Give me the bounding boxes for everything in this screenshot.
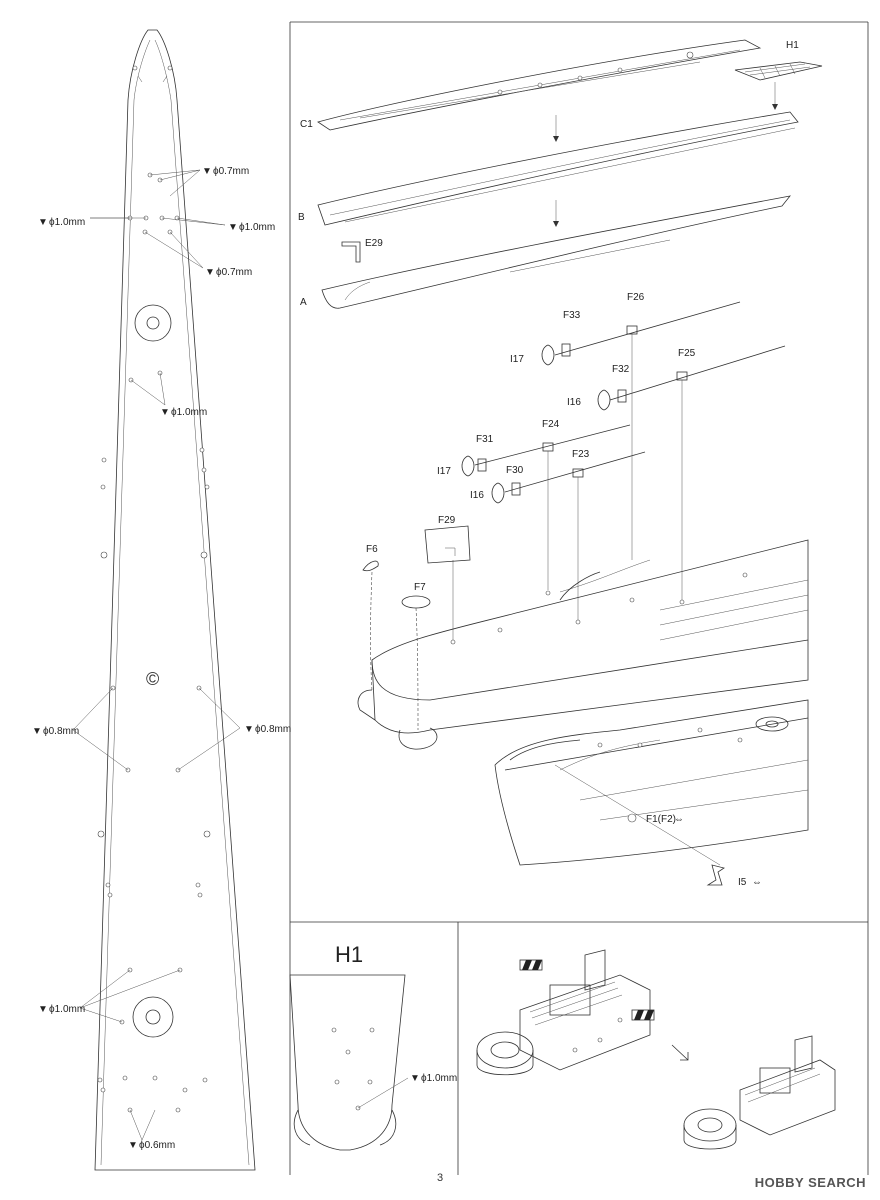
page-number: 3 [436, 1172, 444, 1184]
deck-edge-inner [100, 39, 250, 1166]
svg-text:I16: I16 [470, 490, 484, 501]
svg-text:▼: ▼ [32, 726, 42, 737]
svg-text:▼: ▼ [38, 1004, 48, 1015]
shaft-labels: F26 F33 I17 F32 F25 I16 F24 F31 I17 F23 … [437, 292, 696, 501]
svg-text:▼: ▼ [410, 1073, 420, 1084]
superstructure-before [476, 949, 651, 1076]
svg-text:F23: F23 [572, 449, 590, 460]
drill-label-1: ▼ ϕ0.7mm [202, 166, 249, 177]
svg-text:I17: I17 [437, 466, 451, 477]
svg-text:I16: I16 [567, 397, 581, 408]
drill-label-8: ▼ ϕ1.0mm [38, 1004, 85, 1015]
svg-text:F30: F30 [506, 465, 524, 476]
svg-text:I17: I17 [510, 354, 524, 365]
svg-text:F33: F33 [563, 310, 581, 321]
drill-label-7: ▼ ϕ0.8mm [244, 724, 291, 735]
svg-text:ϕ0.8mm: ϕ0.8mm [43, 726, 79, 737]
svg-text:▼: ▼ [128, 1140, 138, 1151]
copyright-mark: © [146, 669, 159, 689]
svg-text:▼: ▼ [205, 267, 215, 278]
svg-text:▼: ▼ [202, 166, 212, 177]
h1-part-outline [289, 974, 406, 1151]
stern-hull [371, 539, 809, 734]
label-F7: F7 [414, 582, 426, 593]
svg-text:F32: F32 [612, 364, 630, 375]
arrow-transition [671, 1044, 689, 1061]
svg-text:F24: F24 [542, 419, 560, 430]
svg-text:ϕ1.0mm: ϕ1.0mm [239, 222, 275, 233]
svg-text:ϕ0.6mm: ϕ0.6mm [139, 1140, 175, 1151]
h1-title: H1 [335, 942, 363, 967]
svg-text:▼: ▼ [38, 217, 48, 228]
svg-text:▼: ▼ [244, 724, 254, 735]
part-f6 [362, 560, 379, 572]
label-E29: E29 [365, 238, 383, 249]
svg-text:ϕ0.7mm: ϕ0.7mm [216, 267, 252, 278]
mirror-symbol-2: ⇔ [752, 877, 762, 888]
part-b-hull [317, 111, 799, 226]
barbette-aft [132, 996, 174, 1038]
part-f29 [424, 525, 471, 564]
label-A: A [300, 297, 307, 308]
svg-text:ϕ1.0mm: ϕ1.0mm [49, 217, 85, 228]
part-f7 [401, 595, 431, 609]
superstructure-after [683, 1035, 836, 1150]
h1-drill-label: ϕ1.0mm [421, 1073, 457, 1084]
label-I5: I5 [738, 877, 747, 888]
label-C1: C1 [300, 119, 313, 130]
drill-label-6: ▼ ϕ0.8mm [32, 726, 79, 737]
mirror-symbol-1: ⇔ [674, 814, 684, 825]
svg-text:ϕ1.0mm: ϕ1.0mm [49, 1004, 85, 1015]
drill-label-9: ▼ ϕ0.6mm [128, 1140, 175, 1151]
svg-text:ϕ0.7mm: ϕ0.7mm [213, 166, 249, 177]
part-a-hull [321, 195, 791, 309]
bow-hull [494, 699, 809, 866]
svg-text:F31: F31 [476, 434, 494, 445]
watermark: HOBBY SEARCH [754, 1175, 866, 1190]
part-h1-small [734, 61, 823, 81]
svg-text:F25: F25 [678, 348, 696, 359]
label-F1: F1(F2) [646, 814, 676, 825]
label-F6: F6 [366, 544, 378, 555]
svg-text:ϕ0.8mm: ϕ0.8mm [255, 724, 291, 735]
drill-label-3: ▼ ϕ1.0mm [228, 222, 275, 233]
drill-label-2: ▼ ϕ1.0mm [38, 217, 85, 228]
label-F29: F29 [438, 515, 456, 526]
label-B: B [298, 212, 305, 223]
deck-holes [97, 172, 211, 1113]
label-H1: H1 [786, 40, 799, 51]
barbette-forward [134, 304, 172, 342]
svg-text:F26: F26 [627, 292, 645, 303]
propeller-shafts [461, 301, 786, 504]
drill-label-5: ▼ ϕ1.0mm [160, 407, 207, 418]
part-e29 [341, 241, 361, 263]
deck-outline [94, 29, 256, 1171]
svg-text:▼: ▼ [160, 407, 170, 418]
drill-leaders [72, 169, 241, 1141]
svg-text:ϕ1.0mm: ϕ1.0mm [171, 407, 207, 418]
part-c1-deck [317, 39, 762, 131]
svg-text:▼: ▼ [228, 222, 238, 233]
drill-label-4: ▼ ϕ0.7mm [205, 267, 252, 278]
part-i5 [706, 864, 725, 886]
